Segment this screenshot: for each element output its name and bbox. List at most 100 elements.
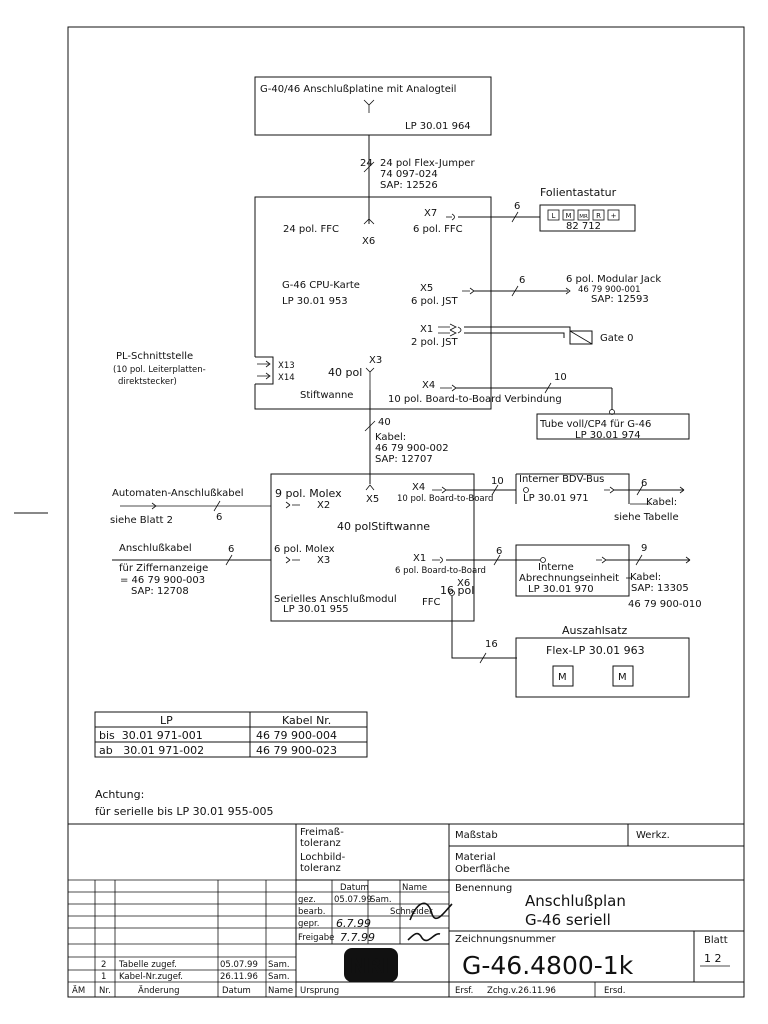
- bdv-bus-title: Interner BDV-Bus: [519, 474, 604, 485]
- tb-massstab: Maßstab: [455, 830, 498, 841]
- cpu-x5: X5: [420, 283, 433, 294]
- tb-werkz: Werkz.: [636, 830, 670, 841]
- serial-b2b6: 6 pol. Board-to-Board: [395, 566, 486, 576]
- revision-name: Sam.: [268, 960, 290, 970]
- gate-label: Gate 0: [600, 333, 634, 344]
- bdv-out-count: 6: [641, 478, 647, 489]
- billing-out-cable: Kabel:: [630, 572, 661, 583]
- tb-ersf: Ersf.: [455, 986, 473, 996]
- serial-b2b10: 10 pol. Board-to-Board: [397, 494, 493, 504]
- cpu-x3: X3: [369, 355, 382, 366]
- keypad-key-label: R: [596, 212, 601, 220]
- automat-cable-count: 6: [216, 512, 222, 523]
- revision-date: 26.11.96: [220, 972, 258, 982]
- attention-note: Achtung: für serielle bis LP 30.01 955-0…: [95, 788, 274, 818]
- flex-jumper-count: 24: [360, 158, 373, 169]
- display-cable-for: für Ziffernanzeige: [119, 563, 208, 574]
- tb-ersd: Ersd.: [604, 986, 625, 996]
- cable-40-number: 46 79 900-002: [375, 443, 449, 454]
- payout-cable-count: 16: [485, 639, 498, 650]
- billing-unit: Interne Abrechnungseinheit LP 30.01 970 …: [515, 543, 702, 610]
- tb-material: Material: [455, 852, 496, 863]
- pl-interface-label: PL-Schnittstelle: [116, 351, 193, 362]
- tb-gez-date: 05.07.99: [334, 895, 372, 905]
- cpu-x1: X1: [420, 324, 433, 335]
- tb-col-name: Name: [402, 883, 427, 893]
- cpu-x7: X7: [424, 208, 437, 219]
- serial-x5: X5: [366, 494, 379, 505]
- billing-cable-count: 6: [496, 546, 502, 557]
- tb-lochbild-2: toleranz: [300, 863, 341, 874]
- tb-freigabe-date: 7.7.99: [340, 931, 375, 944]
- tb-gepr: gepr.: [298, 919, 319, 929]
- automat-see-sheet: siehe Blatt 2: [110, 515, 173, 526]
- cpu-x13: X13: [278, 361, 295, 371]
- tb-gez: gez.: [298, 895, 316, 905]
- display-cable-number: = 46 79 900-003: [120, 575, 205, 586]
- analog-board-title: G-40/46 Anschlußplatine mit Analogteil: [260, 84, 456, 95]
- tb-lochbild-1: Lochbild-: [300, 852, 346, 863]
- serial-x3: X3: [317, 555, 330, 566]
- tb-blatt-value: 1 2: [704, 952, 722, 965]
- tube-title: Tube voll/CP4 für G-46: [539, 419, 651, 430]
- tb-col-name2: Name: [268, 986, 293, 996]
- bdv-out-see-table: siehe Tabelle: [614, 512, 679, 523]
- pl-interface: PL-Schnittstelle (10 pol. Leiterplatten-…: [113, 351, 206, 387]
- tb-zchg: Zchg.v.26.11.96: [487, 986, 556, 996]
- cable-table-row2-cable: 46 79 900-023: [256, 744, 337, 757]
- modular-jack-number: 46 79 900-001: [578, 285, 641, 295]
- drawing-frame: [67, 26, 745, 998]
- keypad-key: [577, 209, 590, 221]
- billing-out-count: 9: [641, 543, 647, 554]
- gate-connection: Gate 0: [438, 323, 634, 345]
- flex-jumper-number: 74 097-024: [380, 169, 438, 180]
- bdv-bus-lp: LP 30.01 971: [523, 493, 589, 504]
- signature-scribble: [407, 902, 453, 942]
- cpu-x6: X6: [362, 236, 375, 247]
- cpu-ffc6: 6 pol. FFC: [413, 224, 463, 235]
- tube-connection: 10: [440, 372, 615, 415]
- title-block: Freimaß- toleranz Lochbild- toleranz Maß…: [68, 823, 744, 997]
- cable-40-label: Kabel:: [375, 432, 406, 443]
- serial-molex6: 6 pol. Molex: [274, 544, 335, 555]
- modular-jack-sap: SAP: 12593: [591, 294, 649, 305]
- modular-jack-title: 6 pol. Modular Jack: [566, 274, 661, 285]
- tb-bearb: bearb.: [298, 907, 325, 917]
- keypad-key-label: +: [611, 212, 617, 220]
- keypad-key: [562, 209, 575, 221]
- keypad-title: Folientastatur: [540, 186, 617, 199]
- tb-zeichnungsnummer: Zeichnungsnummer: [455, 934, 556, 945]
- cable-table: LP Kabel Nr. bis 30.01 971-001 46 79 900…: [94, 711, 368, 758]
- tb-col-nr: Nr.: [99, 986, 111, 996]
- tb-blatt: Blatt: [704, 935, 728, 946]
- cpu-ffc24: 24 pol. FFC: [283, 224, 339, 235]
- tube-cable-count: 10: [554, 372, 567, 383]
- keypad-key: [547, 209, 560, 221]
- revision-date: 05.07.99: [220, 960, 258, 970]
- cable-40pol: 40 Kabel: 46 79 900-002 SAP: 12707: [364, 367, 449, 491]
- payout-motor-1: M: [558, 672, 567, 683]
- payout-unit: Auszahlsatz Flex-LP 30.01 963 M M: [515, 624, 690, 698]
- tb-freimass-2: toleranz: [300, 838, 341, 849]
- cable-40-count: 40: [378, 417, 391, 428]
- payout-motor-2: M: [618, 672, 627, 683]
- tb-col-aenderung: Änderung: [138, 985, 180, 996]
- automat-cable-label: Automaten-Anschlußkabel: [112, 488, 244, 499]
- tb-gez-name: Sam.: [370, 895, 392, 905]
- serial-ffc16-a: 16 pol: [440, 584, 474, 597]
- cpu-40pol: 40 pol: [328, 366, 362, 379]
- revision-nr: 1: [101, 972, 106, 982]
- tb-oberflaeche: Oberfläche: [455, 864, 510, 875]
- flex-jumper-label: 24 pol Flex-Jumper: [380, 158, 475, 169]
- tb-drawing-number: G-46.4800-1k: [462, 951, 634, 980]
- pl-interface-detail-2: direktstecker): [118, 377, 177, 387]
- flex-jumper-cable: 24 24 pol Flex-Jumper 74 097-024 SAP: 12…: [360, 135, 475, 224]
- display-cable: Anschlußkabel 6 für Ziffernanzeige = 46 …: [112, 543, 271, 597]
- serial-board-title: Serielles Anschlußmodul: [274, 594, 397, 605]
- billing-title-2: Abrechnungseinheit: [519, 573, 619, 584]
- keypad-key: [592, 209, 605, 221]
- flex-jumper-sap: SAP: 12526: [380, 180, 438, 191]
- nri-logo: NRI: [344, 948, 398, 982]
